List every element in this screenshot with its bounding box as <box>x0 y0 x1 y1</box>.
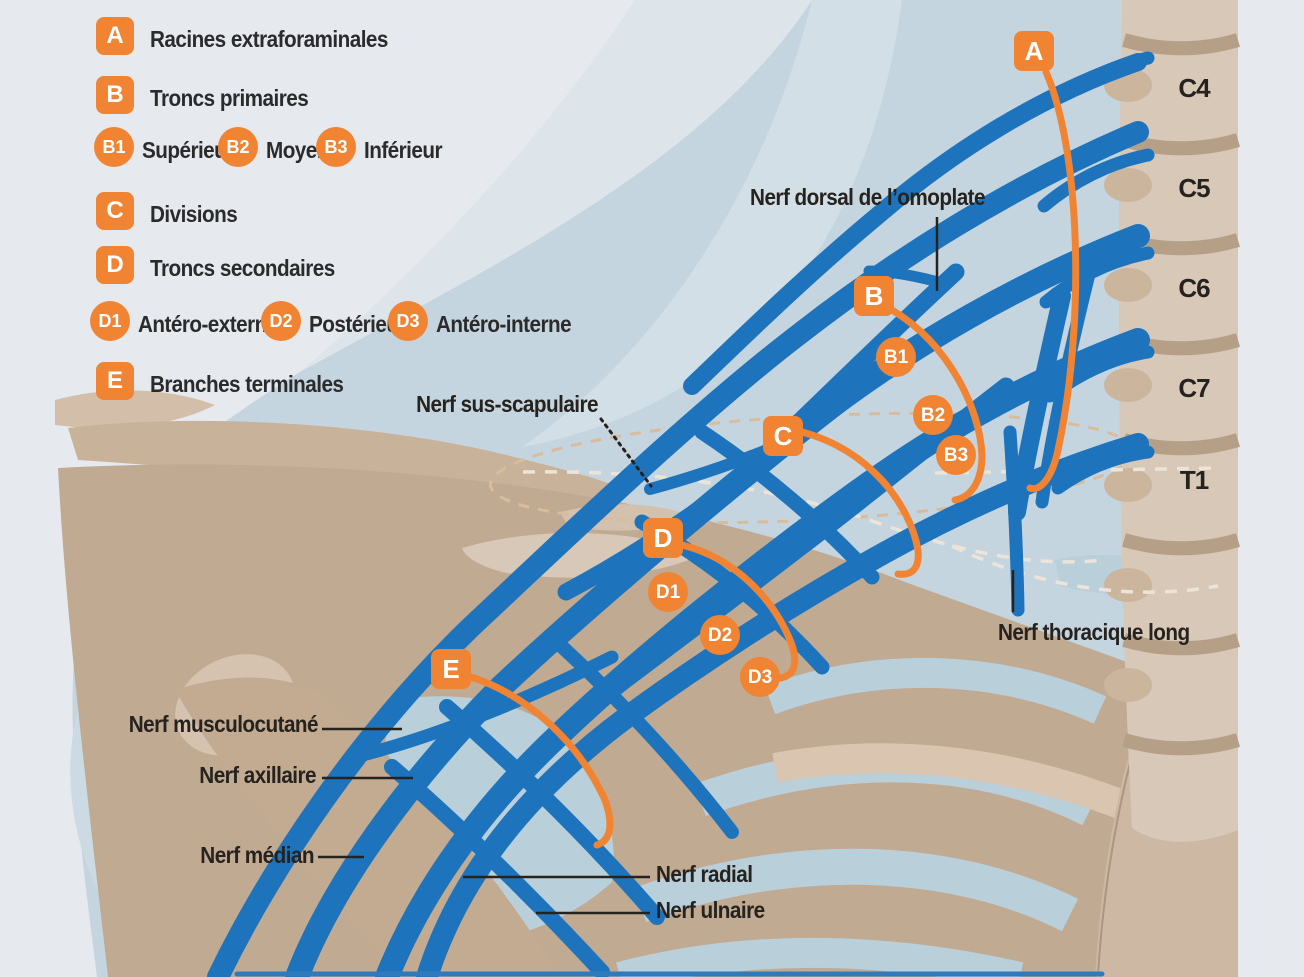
marker-B1: B1 <box>876 337 916 377</box>
legend-label-b: Troncs primaires <box>150 85 309 111</box>
vertebra-label-c7: C7 <box>1178 373 1210 403</box>
legend-badge-a: A <box>96 17 134 55</box>
legend-badge-b2: B2 <box>218 127 258 167</box>
marker-arcs <box>464 68 1080 849</box>
legend-badge-e: E <box>96 362 134 400</box>
rib-highlight <box>772 743 1131 820</box>
arc-B <box>888 306 986 504</box>
legend-badge-b: B <box>96 76 134 114</box>
legend-label-e: Branches terminales <box>150 371 344 397</box>
vertebra-label-t1: T1 <box>1179 465 1209 495</box>
marker-D: D <box>643 518 683 558</box>
arc-D <box>678 541 799 682</box>
label-dorsal-scapular-nerve: Nerf dorsal de l’omoplate <box>750 184 985 210</box>
marker-E: E <box>431 649 471 689</box>
legend-label-b3: Inférieur <box>364 137 443 163</box>
label-radial-nerve: Nerf radial <box>656 861 753 887</box>
musculocutaneous-nerve <box>343 650 619 765</box>
marker-B3: B3 <box>936 435 976 475</box>
pointer-lines <box>318 217 1015 915</box>
marker-D2: D2 <box>700 615 740 655</box>
legend-badge-d: D <box>96 246 134 284</box>
legend-badge-d3: D3 <box>388 301 428 341</box>
marker-B: B <box>854 276 894 316</box>
dorsal-scapular-nerve <box>863 265 948 289</box>
vertebra-label-c4: C4 <box>1178 73 1210 103</box>
spine-column <box>1118 0 1238 842</box>
marker-D1: D1 <box>648 572 688 612</box>
arc-A <box>1026 68 1080 493</box>
label-ulnar-nerve: Nerf ulnaire <box>656 897 765 923</box>
legend-label-d: Troncs secondaires <box>150 255 335 281</box>
label-median-nerve: Nerf médian <box>200 842 314 868</box>
marker-B2: B2 <box>913 395 953 435</box>
marker-A: A <box>1014 31 1054 71</box>
marker-C: C <box>763 416 803 456</box>
legend-label-d3: Antéro-interne <box>436 311 572 337</box>
marker-D3: D3 <box>740 657 780 697</box>
legend-badge-d1: D1 <box>90 301 130 341</box>
arc-C <box>798 428 922 578</box>
legend-label-d1: Antéro-externe <box>138 311 278 337</box>
vertebra-label-c5: C5 <box>1178 173 1210 203</box>
legend-label-a: Racines extraforaminales <box>150 26 388 52</box>
label-long-thoracic-nerve: Nerf thoracique long <box>998 619 1190 645</box>
label-axillary-nerve: Nerf axillaire <box>199 762 316 788</box>
legend-badge-d2: D2 <box>261 301 301 341</box>
clavicle-bone <box>68 420 625 502</box>
label-suprascapular-nerve: Nerf sus-scapulaire <box>416 391 598 417</box>
legend-badge-b3: B3 <box>316 127 356 167</box>
long-thoracic-nerve <box>1003 425 1025 617</box>
neck-highlight <box>522 0 902 447</box>
label-musculocutaneous-nerve: Nerf musculocutané <box>128 711 319 737</box>
acromion-bone <box>55 390 215 429</box>
legend-badge-b1: B1 <box>94 127 134 167</box>
transverse-processes <box>1104 68 1152 702</box>
pale-silhouette <box>300 0 812 372</box>
arc-E <box>464 672 614 849</box>
legend-label-c: Divisions <box>150 201 238 227</box>
legend-badge-c: C <box>96 192 134 230</box>
vertebra-label-c6: C6 <box>1178 273 1210 303</box>
pointer-suprascapular <box>599 417 653 488</box>
